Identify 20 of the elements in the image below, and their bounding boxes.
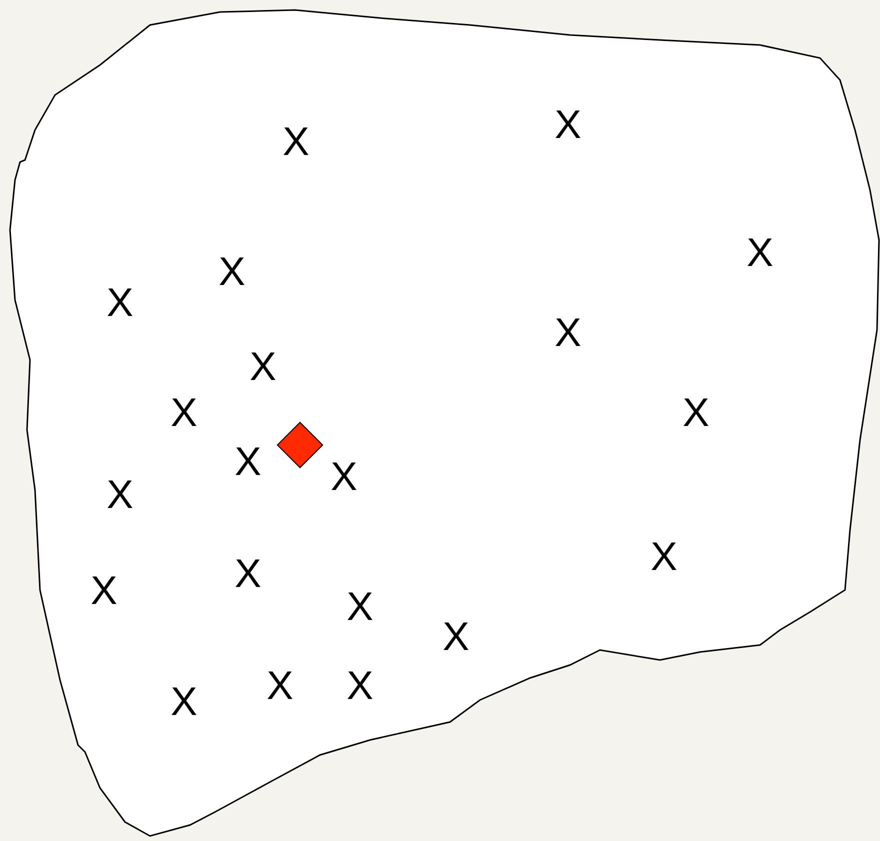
cross-mark: X: [282, 122, 310, 162]
cross-mark: X: [250, 347, 276, 387]
cross-mark: X: [346, 587, 374, 627]
cross-mark: X: [218, 252, 246, 292]
cross-mark: X: [106, 283, 134, 323]
cross-mark: X: [442, 617, 470, 657]
cross-mark: X: [554, 313, 582, 353]
cross-mark: X: [234, 442, 262, 482]
cross-mark: X: [170, 393, 198, 433]
cross-mark: X: [554, 105, 582, 145]
cross-mark: X: [330, 457, 358, 497]
cross-mark: X: [650, 537, 678, 577]
cross-mark: X: [746, 233, 774, 273]
cross-mark: X: [90, 571, 118, 611]
cross-mark: X: [106, 475, 134, 515]
cross-mark: X: [346, 666, 374, 706]
cross-mark: X: [266, 666, 294, 706]
cross-mark: X: [682, 393, 710, 433]
cross-mark: X: [170, 682, 198, 722]
cross-mark: X: [234, 554, 262, 594]
